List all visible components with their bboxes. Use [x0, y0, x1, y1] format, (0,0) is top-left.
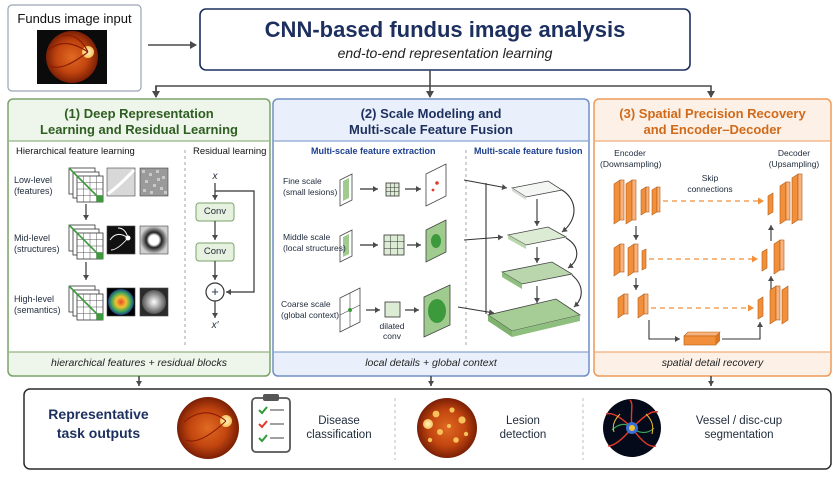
bottleneck-block: [683, 331, 721, 346]
decoder-blocks: [757, 173, 803, 325]
mid-disc-map: [139, 225, 169, 255]
fine-scale-label: Fine scale(small lesions): [283, 176, 338, 197]
mid-vessel-map: [106, 225, 136, 255]
mid-level-label: Mid-level(structures): [14, 233, 60, 254]
mid-level-feature-stack: [68, 224, 104, 260]
fine-scale-row: [339, 163, 447, 207]
page-title: CNN-based fundus image analysis: [264, 17, 626, 42]
encoder-blocks: [613, 179, 661, 319]
panel1-title-line2: Learning and Residual Learning: [40, 122, 238, 137]
coarse-scale-label: Coarse scale(global context): [281, 299, 340, 320]
page-subtitle: end-to-end representation learning: [337, 45, 553, 61]
conv2-label: Conv: [203, 246, 227, 257]
high-level-feature-stack: [68, 285, 104, 321]
vessel-segmentation-image: [603, 399, 661, 457]
panel2-title-line1: (2) Scale Modeling and: [360, 106, 502, 121]
low-level-label: Low-level(features): [14, 175, 53, 196]
panel3-title-line2: and Encoder–Decoder: [643, 122, 782, 137]
encoder-label: Encoder(Downsampling): [600, 148, 662, 169]
panel1-footer: hierarchical features + residual blocks: [51, 357, 227, 369]
skip-connections: [649, 197, 764, 312]
panel2-title-line2: Multi-scale Feature Fusion: [349, 122, 513, 137]
panel3-title-line1: (3) Spatial Precision Recovery: [619, 106, 806, 121]
residual-add-symbol: +: [211, 284, 219, 299]
output-arrows: [136, 376, 714, 386]
conv1-label: Conv: [203, 206, 227, 217]
fusion-arrows: [457, 179, 582, 316]
header-box: [199, 8, 691, 71]
disease-fundus-image: [177, 397, 239, 459]
extract-title: Multi-scale feature extraction: [311, 146, 436, 156]
coarse-scale-row: [339, 284, 451, 338]
lesion-fundus-image: [417, 398, 477, 458]
middle-scale-label: Middle scale(local structures): [283, 232, 346, 253]
residual-input-x: x: [212, 171, 218, 182]
decoder-label: Decoder(Upsampling): [768, 148, 820, 169]
encoder-arrows: [633, 226, 680, 342]
distribution-arrows: [152, 70, 715, 98]
high-level-label: High-level(semantics): [14, 294, 61, 315]
panel1-title-line1: (1) Deep Representation: [64, 106, 214, 121]
residual-block: [195, 183, 255, 318]
residual-title: Residual learning: [193, 146, 267, 157]
hier-title: Hierarchical feature learning: [16, 146, 135, 157]
clipboard-icon: [251, 394, 291, 453]
fusion-pyramid: [487, 180, 581, 337]
decoder-arrows: [722, 225, 774, 340]
input-label: Fundus image input: [17, 11, 132, 26]
fusion-title: Multi-scale feature fusion: [474, 146, 583, 156]
low-level-feature-stack: [68, 167, 104, 203]
middle-scale-row: [339, 219, 447, 263]
panel3-footer: spatial detail recovery: [661, 357, 764, 369]
residual-output-x: x′: [211, 320, 219, 331]
panel2-footer: local details + global context: [365, 357, 497, 369]
input-fundus-image: [37, 30, 107, 84]
